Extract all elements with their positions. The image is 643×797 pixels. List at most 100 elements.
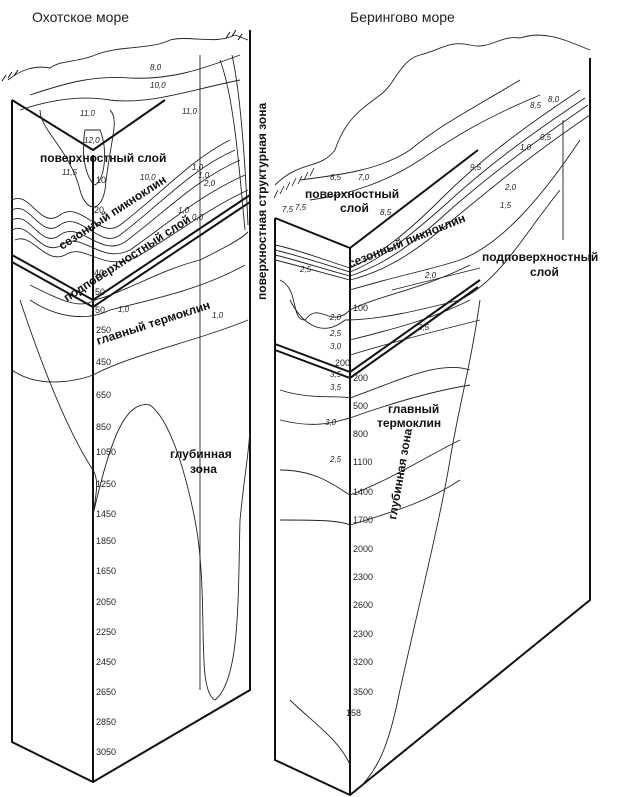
- svg-text:2050: 2050: [96, 597, 116, 607]
- svg-text:3,5: 3,5: [330, 383, 342, 392]
- bering-seasonal-pycnocline-label: сезонный пикноклин: [346, 211, 468, 271]
- svg-text:1,0: 1,0: [198, 171, 210, 180]
- svg-text:3,5: 3,5: [330, 370, 342, 379]
- svg-text:3,0: 3,0: [330, 342, 342, 351]
- svg-text:20: 20: [94, 205, 104, 215]
- svg-text:2,5: 2,5: [329, 329, 342, 338]
- bering-surface-layer-label: поверхностный: [305, 187, 399, 201]
- svg-text:1100: 1100: [353, 457, 372, 467]
- svg-text:100: 100: [353, 303, 368, 313]
- svg-text:2,5: 2,5: [299, 265, 312, 274]
- svg-text:10,0: 10,0: [140, 173, 156, 182]
- svg-text:2600: 2600: [353, 600, 373, 610]
- svg-text:40: 40: [94, 268, 104, 278]
- svg-text:158: 158: [346, 708, 361, 718]
- svg-text:3500: 3500: [353, 687, 373, 697]
- bering-title: Берингово море: [350, 9, 455, 25]
- okhotsk-deep-zone-label: глубинная: [170, 447, 232, 461]
- okhotsk-title: Охотское море: [32, 9, 129, 25]
- svg-text:11,5: 11,5: [62, 168, 78, 177]
- okhotsk-coastline: [7, 34, 249, 81]
- okhotsk-block: 8,0 10,0 11,0 11,0 12,0 11,5 10,0 1,0 1,…: [1, 29, 269, 784]
- bering-subsurface-layer-label: подповерхностный: [482, 250, 598, 264]
- svg-text:2300: 2300: [353, 572, 373, 582]
- svg-text:2650: 2650: [96, 687, 116, 697]
- bering-deep-zone-label: глубинная зона: [385, 427, 415, 520]
- svg-text:2,5: 2,5: [329, 455, 342, 464]
- svg-text:3200: 3200: [353, 657, 373, 667]
- svg-text:6,5: 6,5: [330, 173, 342, 182]
- okhotsk-hatch: [1, 29, 243, 82]
- svg-text:0,0: 0,0: [192, 213, 204, 222]
- svg-text:1050: 1050: [96, 447, 116, 457]
- svg-text:1650: 1650: [96, 566, 116, 576]
- svg-text:1700: 1700: [353, 515, 373, 525]
- svg-text:1250: 1250: [96, 479, 116, 489]
- svg-text:2300: 2300: [353, 629, 373, 639]
- okhotsk-contour-labels: 8,0 10,0 11,0 11,0 12,0 11,5 10,0 1,0 1,…: [62, 63, 224, 320]
- okhotsk-surface-layer-label: поверхностный слой: [40, 151, 166, 165]
- bering-surface-layer-label-2: слой: [340, 201, 369, 215]
- svg-text:10,0: 10,0: [150, 81, 166, 90]
- svg-text:200: 200: [335, 358, 350, 368]
- okhotsk-block-outline: [11, 30, 251, 784]
- svg-text:1,0: 1,0: [118, 305, 130, 314]
- svg-text:250: 250: [96, 325, 111, 335]
- svg-text:8,0: 8,0: [548, 95, 560, 104]
- bering-contour-labels: 6,5 7,0 7,5 7,5 8,5 9,5 8,5 8,0 2,0 2,5 …: [282, 95, 560, 464]
- svg-text:7,0: 7,0: [358, 173, 370, 182]
- svg-text:2250: 2250: [96, 627, 116, 637]
- svg-text:8,5: 8,5: [530, 101, 542, 110]
- svg-text:0,5: 0,5: [540, 133, 552, 142]
- bering-block-outline: [274, 58, 591, 797]
- svg-text:1,5: 1,5: [500, 201, 512, 210]
- svg-text:3,0: 3,0: [325, 418, 337, 427]
- bering-main-thermocline-label-2: термоклин: [377, 416, 441, 430]
- svg-text:650: 650: [96, 390, 111, 400]
- bering-depth-scale: 100 200 200 500 800 1100 1400 1700 2000 …: [335, 303, 373, 718]
- svg-text:50: 50: [95, 305, 105, 315]
- svg-text:3050: 3050: [96, 747, 116, 757]
- svg-text:1850: 1850: [96, 536, 116, 546]
- okhotsk-contours: [11, 54, 251, 701]
- bering-coastline: [274, 34, 591, 186]
- svg-text:9,5: 9,5: [470, 163, 482, 172]
- svg-text:8,0: 8,0: [150, 63, 162, 72]
- svg-text:50: 50: [95, 287, 105, 297]
- okhotsk-depth-scale: 10 20 40 50 50 250 450 650 850 1050 1250…: [94, 175, 116, 757]
- svg-text:450: 450: [96, 357, 111, 367]
- svg-text:2450: 2450: [96, 657, 116, 667]
- svg-text:11,0: 11,0: [80, 109, 96, 118]
- svg-text:2,0: 2,0: [203, 179, 216, 188]
- structural-zone-label: поверхностная структурная зона: [255, 103, 269, 300]
- okhotsk-deep-zone-label-2: зона: [190, 462, 217, 476]
- svg-text:2850: 2850: [96, 717, 116, 727]
- svg-text:200: 200: [353, 373, 368, 383]
- svg-text:1,0: 1,0: [192, 163, 204, 172]
- bering-subsurface-layer-label-2: слой: [530, 265, 559, 279]
- bering-subsurface-leader: [391, 267, 481, 291]
- svg-text:2,0: 2,0: [424, 271, 437, 280]
- svg-text:1,0: 1,0: [520, 143, 532, 152]
- svg-text:2,0: 2,0: [329, 313, 342, 322]
- svg-text:500: 500: [353, 401, 368, 411]
- bering-block: 6,5 7,0 7,5 7,5 8,5 9,5 8,5 8,0 2,0 2,5 …: [273, 34, 598, 797]
- svg-text:800: 800: [353, 429, 368, 439]
- okhotsk-main-thermocline-label: главный термоклин: [95, 298, 212, 348]
- bering-contours: [274, 79, 591, 793]
- svg-text:10: 10: [96, 175, 106, 185]
- svg-text:11,0: 11,0: [182, 107, 198, 116]
- svg-text:1,0: 1,0: [178, 206, 190, 215]
- svg-text:1400: 1400: [353, 487, 373, 497]
- svg-text:850: 850: [96, 422, 111, 432]
- svg-text:1,0: 1,0: [212, 311, 224, 320]
- svg-text:12,0: 12,0: [84, 136, 100, 145]
- svg-text:7,5: 7,5: [282, 205, 294, 214]
- svg-text:2000: 2000: [353, 544, 373, 554]
- svg-text:2,0: 2,0: [504, 183, 517, 192]
- svg-text:8,5: 8,5: [380, 208, 392, 217]
- svg-text:7,5: 7,5: [295, 203, 307, 212]
- svg-text:3,5: 3,5: [418, 323, 430, 332]
- svg-text:1450: 1450: [96, 509, 116, 519]
